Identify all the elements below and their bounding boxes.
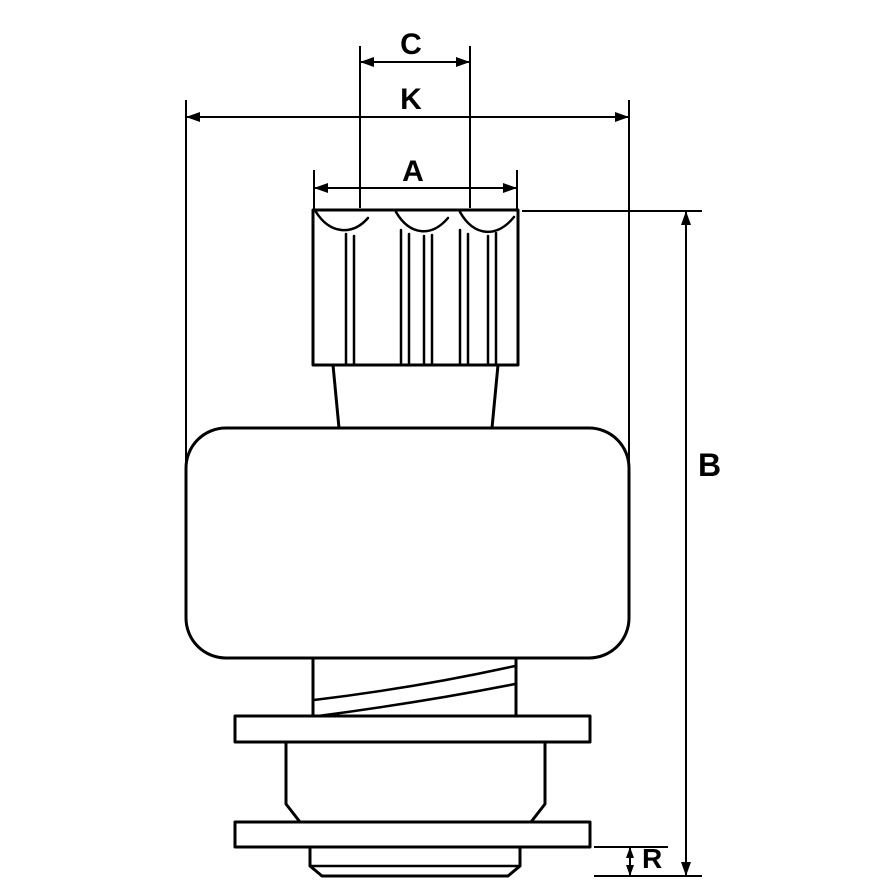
gear-tooth-top-curve xyxy=(314,210,370,232)
lower-flange xyxy=(233,820,592,849)
gear-body-outline xyxy=(311,208,520,367)
dimension-c-extension-lines xyxy=(359,46,471,208)
dimension-c: C xyxy=(359,28,471,208)
dimension-r: R xyxy=(594,843,668,876)
gear-neck xyxy=(331,363,500,430)
gear-neck-sides xyxy=(331,363,500,430)
dimension-b: B xyxy=(522,210,721,877)
collar-outline xyxy=(284,740,547,824)
collar xyxy=(284,740,547,824)
pinion-gear xyxy=(311,208,520,367)
spline-helix-line xyxy=(316,682,517,718)
arrow-right-icon xyxy=(503,183,517,193)
dimension-b-extension-lines xyxy=(522,210,702,877)
drive-body xyxy=(184,426,631,660)
arrow-left-icon xyxy=(360,57,374,67)
dimension-k-extension-lines xyxy=(185,100,630,470)
lower-flange-outline xyxy=(233,820,592,849)
arrow-down-icon xyxy=(681,862,691,876)
dimension-a: A xyxy=(313,155,518,210)
arrow-left-icon xyxy=(314,183,328,193)
dimension-label-c: C xyxy=(400,28,422,61)
dimension-label-a: A xyxy=(402,155,424,188)
arrow-left-icon xyxy=(186,112,200,122)
arrow-right-icon xyxy=(615,112,629,122)
dimension-label-r: R xyxy=(642,843,662,874)
arrow-right-icon xyxy=(456,57,470,67)
dimension-label-k: K xyxy=(400,83,422,116)
arrow-up-icon xyxy=(681,211,691,225)
bottom-hub xyxy=(308,845,522,878)
gear-tooth-top-curve xyxy=(458,210,516,234)
dimension-k: K xyxy=(185,83,630,470)
dimension-label-b: B xyxy=(698,447,721,483)
spline-helix-line xyxy=(312,664,517,702)
drive-body-outline xyxy=(184,426,631,660)
spline-section xyxy=(311,656,518,718)
gear-teeth-lines xyxy=(344,228,498,367)
arrow-up-icon xyxy=(626,847,634,858)
upper-flange-outline xyxy=(233,714,592,744)
gear-tooth-top-curve xyxy=(394,210,450,233)
spline-sides xyxy=(311,656,518,718)
dimension-a-extension-lines xyxy=(313,170,518,210)
arrow-down-icon xyxy=(626,865,634,876)
bottom-hub-outline xyxy=(308,845,522,878)
upper-flange xyxy=(233,714,592,744)
